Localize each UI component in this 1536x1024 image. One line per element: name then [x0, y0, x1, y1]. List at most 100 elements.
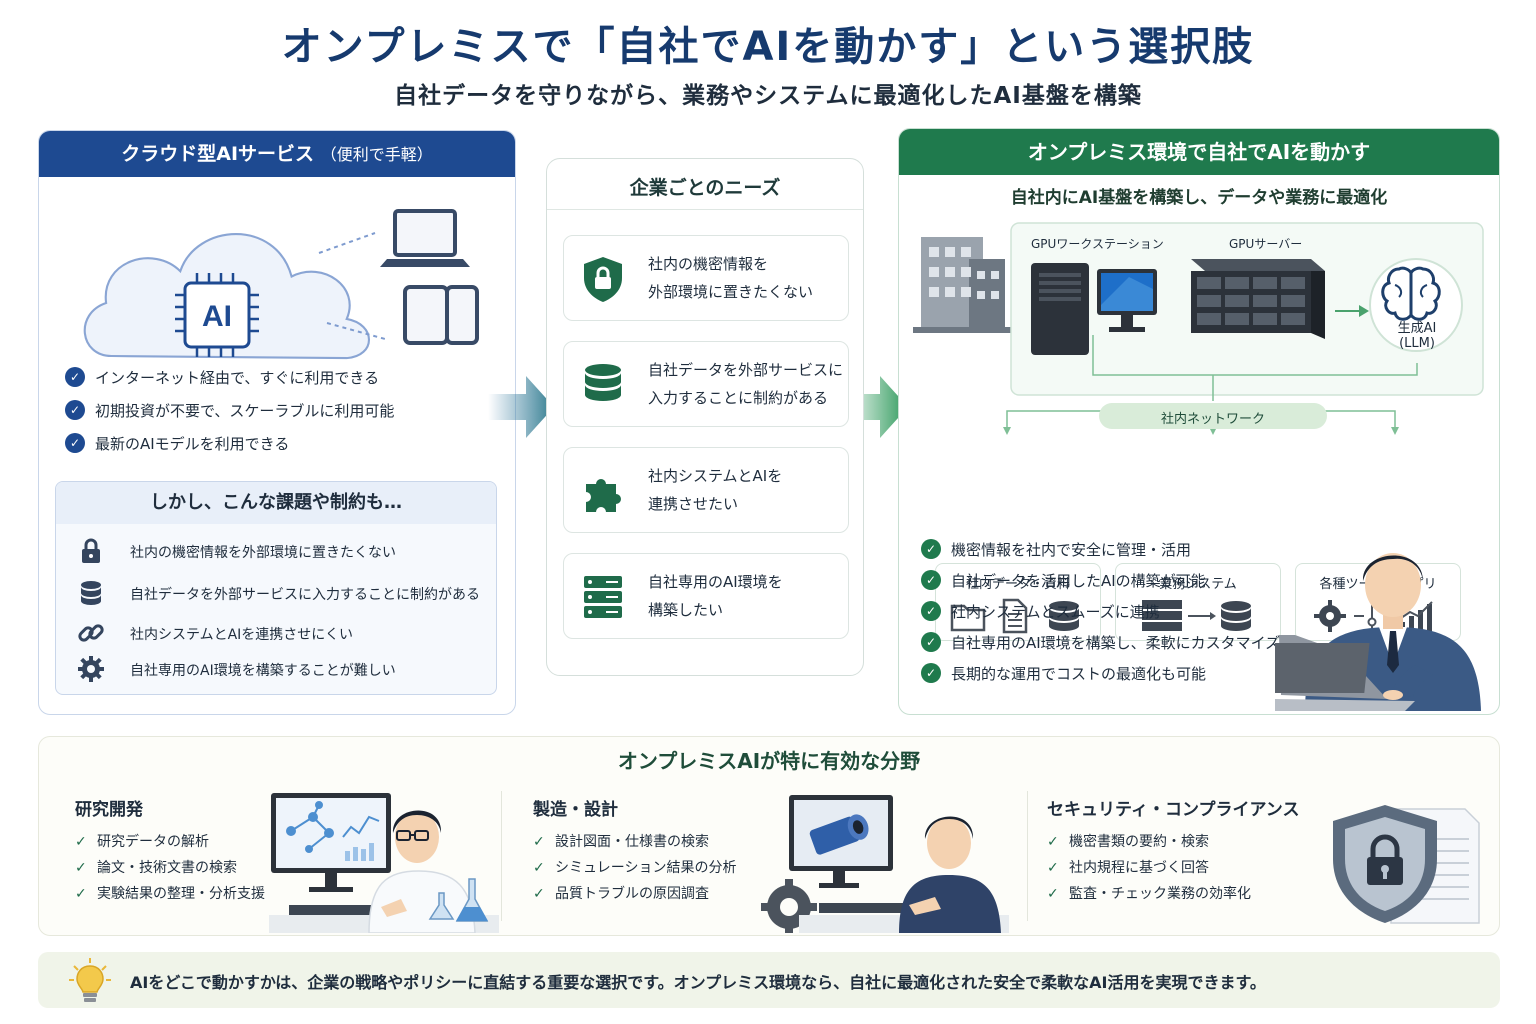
field-item-list: ✓研究データの解析 ✓論文・技術文書の検索 ✓実験結果の整理・分析支援 — [75, 829, 265, 907]
need-line: 入力することに制約がある — [648, 389, 829, 407]
need-card: 自社専用のAI環境を構築したい — [563, 553, 849, 639]
cloud-ai-illustration: AI — [83, 209, 479, 360]
folder-document-database-icons — [950, 598, 1079, 634]
tablet-icon — [403, 285, 449, 345]
cloud-issue-row: 自社データを外部サービスに入力することに制約がある — [76, 578, 486, 608]
check-icon: ✓ — [1047, 886, 1059, 902]
onprem-panel: オンプレミス環境で自社でAIを動かす 自社内にAI基盤を構築し、データや業務に最… — [898, 128, 1500, 715]
check-circle-icon: ✓ — [921, 632, 941, 652]
need-line: 構築したい — [648, 601, 724, 619]
network-label: 社内ネットワーク — [1160, 412, 1265, 427]
cloud-benefit-item: ✓インターネット経由で、すぐに利用できる — [65, 367, 394, 400]
check-icon: ✓ — [1047, 860, 1059, 876]
lightbulb-icon — [69, 958, 111, 1002]
need-card: 社内の機密情報を外部環境に置きたくない — [563, 235, 849, 321]
researcher-illustration — [269, 793, 499, 933]
office-building-icon — [913, 237, 1013, 333]
cloud-issue-row: 社内の機密情報を外部環境に置きたくない — [76, 536, 486, 566]
onprem-benefit-list: ✓機密情報を社内で安全に管理・活用 ✓自社データを活用したAIの構築が可能 ✓ 社… — [921, 539, 1280, 694]
system-box-label: 業務システム — [1159, 577, 1237, 592]
need-line: 自社専用のAI環境を — [648, 573, 783, 591]
field-name: 研究開発 — [75, 800, 143, 820]
need-card: 社内システムとAIを連携させたい — [563, 447, 849, 533]
check-icon: ✓ — [1047, 834, 1059, 850]
divider — [501, 791, 502, 921]
need-card: 自社データを外部サービスに入力することに制約がある — [563, 341, 849, 427]
cloud-benefit-item: ✓最新のAIモデルを利用できる — [65, 433, 394, 466]
server-to-database-icons — [1142, 600, 1251, 631]
divider — [1027, 791, 1028, 921]
need-line: 外部環境に置きたくない — [648, 283, 814, 301]
link-icon — [78, 624, 104, 642]
page-title: オンプレミスで「自社でAIを動かす」という選択肢 — [281, 24, 1255, 70]
system-box-business: 業務システム — [1115, 563, 1281, 641]
fields-panel: オンプレミスAIが特に有効な分野 研究開発 ✓研究データの解析 ✓論文・技術文書… — [38, 736, 1500, 936]
check-icon: ✓ — [75, 860, 87, 876]
cloud-panel-header: クラウド型AIサービス （便利で手軽） — [39, 131, 515, 177]
check-icon: ✓ — [533, 860, 545, 876]
check-circle-icon: ✓ — [921, 601, 941, 621]
dotted-link — [318, 232, 376, 254]
workstation-label: GPUワークステーション — [1031, 237, 1164, 251]
field-item: ✓論文・技術文書の検索 — [75, 855, 265, 881]
onprem-infrastructure-diagram — [913, 222, 1484, 435]
shield-lock-icon — [584, 257, 622, 302]
llm-label-sub: (LLM) — [1399, 336, 1435, 351]
ai-chip-icon: AI — [175, 273, 259, 357]
field-item-list: ✓設計図面・仕様書の検索 ✓シミュレーション結果の分析 ✓品質トラブルの原因調査 — [533, 829, 736, 907]
llm-label: 生成AI — [1397, 321, 1437, 336]
cloud-heading-note: （便利で手軽） — [320, 145, 433, 164]
onprem-benefit-item: ✓自社専用のAI環境を構築し、柔軟にカスタマイズ — [921, 632, 1280, 663]
onprem-subheading: 自社内にAI基盤を構築し、データや業務に最適化 — [1010, 188, 1388, 208]
check-circle-icon: ✓ — [921, 570, 941, 590]
ai-chip-label: AI — [202, 300, 232, 333]
check-icon: ✓ — [75, 886, 87, 902]
onprem-benefit-item: ✓長期的な運用でコストの最適化も可能 — [921, 663, 1280, 694]
field-item: ✓実験結果の整理・分析支援 — [75, 881, 265, 907]
puzzle-icon — [586, 478, 621, 512]
database-icon — [81, 581, 101, 605]
server-label: GPUサーバー — [1229, 237, 1303, 251]
summary-note-text: AIをどこで動かすかは、企業の戦略やポリシーに直結する重要な選択です。オンプレミ… — [130, 973, 1266, 992]
check-circle-icon: ✓ — [65, 367, 85, 387]
summary-note: AIをどこで動かすかは、企業の戦略やポリシーに直結する重要な選択です。オンプレミ… — [38, 952, 1500, 1008]
divider — [547, 209, 863, 210]
need-line: 社内の機密情報を — [648, 255, 769, 273]
gpu-workstation-icon — [1031, 263, 1157, 355]
onprem-benefit-item: ✓機密情報を社内で安全に管理・活用 — [921, 539, 1280, 570]
lock-icon — [82, 538, 100, 563]
page-subtitle: 自社データを守りながら、業務やシステムに最適化したAI基盤を構築 — [394, 83, 1142, 109]
system-box-data: 社内データ・資料 — [935, 563, 1101, 641]
need-line: 連携させたい — [648, 495, 739, 513]
check-circle-icon: ✓ — [921, 663, 941, 683]
cloud-benefit-item: ✓初期投資が不要で、スケーラブルに利用可能 — [65, 400, 394, 433]
field-item-list: ✓機密書類の要約・検索 ✓社内規程に基づく回答 ✓監査・チェック業務の効率化 — [1047, 829, 1251, 907]
arrow-to-onprem — [842, 376, 908, 438]
engineer-at-laptop-illustration — [1275, 553, 1481, 711]
brain-llm-icon — [1369, 258, 1463, 352]
gpu-server-icon — [1191, 259, 1325, 339]
dotted-link — [326, 322, 386, 340]
cloud-issues-box: しかし、こんな課題や制約も… 社内の機密情報を外部環境に置きたくない 自社データ… — [55, 481, 497, 695]
designer-illustration — [761, 795, 1009, 933]
smartphone-icon — [445, 285, 479, 345]
field-item: ✓機密書類の要約・検索 — [1047, 829, 1251, 855]
check-icon: ✓ — [75, 834, 87, 850]
field-name: セキュリティ・コンプライアンス — [1047, 800, 1300, 820]
need-line: 社内システムとAIを — [648, 467, 783, 485]
cloud-issue-row: 社内システムとAIを連携させにくい — [76, 618, 486, 648]
field-item: ✓研究データの解析 — [75, 829, 265, 855]
need-line: 自社データを外部サービスに — [648, 361, 844, 379]
shield-document-illustration — [1333, 805, 1480, 924]
laptop-icon — [380, 209, 470, 267]
field-item: ✓品質トラブルの原因調査 — [533, 881, 736, 907]
needs-title: 企業ごとのニーズ — [629, 177, 781, 199]
field-item: ✓社内規程に基づく回答 — [1047, 855, 1251, 881]
check-circle-icon: ✓ — [65, 433, 85, 453]
server-icon — [584, 576, 622, 618]
onprem-benefit-item: ✓自社データを活用したAIの構築が可能 — [921, 570, 1280, 601]
check-icon: ✓ — [533, 886, 545, 902]
cloud-issue-row: 自社専用のAI環境を構築することが難しい — [76, 654, 486, 684]
system-box-label: 社内データ・資料 — [965, 577, 1070, 592]
cloud-heading: クラウド型AIサービス — [121, 143, 315, 165]
